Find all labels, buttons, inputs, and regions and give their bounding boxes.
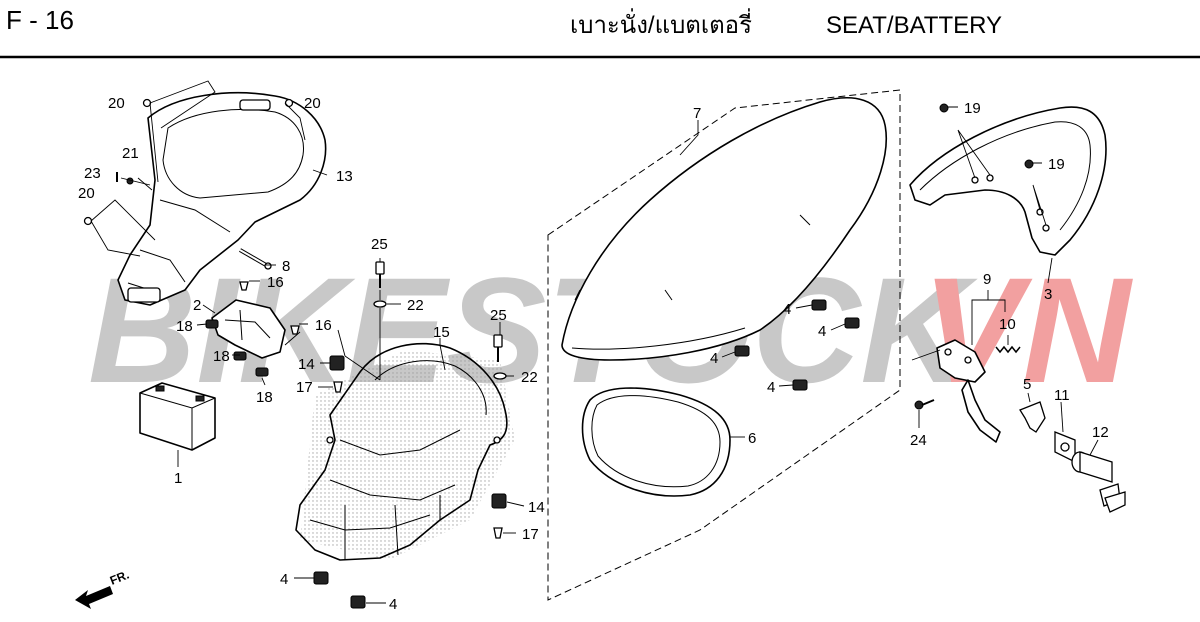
part-3-grab-rail bbox=[909, 106, 1107, 256]
callout-25: 25 bbox=[371, 236, 388, 253]
callout-13: 13 bbox=[336, 168, 353, 185]
callout-6: 6 bbox=[748, 430, 756, 447]
part-4-nuts-lower bbox=[313, 571, 366, 609]
callout-22: 22 bbox=[407, 297, 424, 314]
watermark: BIKESTOCK VN bbox=[88, 246, 1133, 414]
part-12-lock-cylinder-and-keys bbox=[1071, 451, 1126, 513]
part-15-luggage-box bbox=[295, 342, 515, 561]
callout-23: 23 bbox=[84, 165, 101, 182]
part-1-battery bbox=[139, 382, 216, 451]
callout-4: 4 bbox=[389, 596, 397, 613]
part-24-bolt bbox=[914, 399, 935, 410]
part-8-long-bolt bbox=[239, 248, 272, 270]
callout-18: 18 bbox=[176, 318, 193, 335]
callout-2: 2 bbox=[193, 297, 201, 314]
front-direction-arrow-icon: FR. bbox=[75, 568, 131, 609]
callout-24: 24 bbox=[910, 432, 927, 449]
callout-4: 4 bbox=[280, 571, 288, 588]
callout-16: 16 bbox=[315, 317, 332, 334]
callout-12: 12 bbox=[1092, 424, 1109, 441]
part-19-bolts bbox=[939, 103, 1034, 169]
callout-4: 4 bbox=[818, 323, 826, 340]
callout-25: 25 bbox=[490, 307, 507, 324]
part-13-front-inner-frame bbox=[117, 92, 327, 306]
callout-4: 4 bbox=[710, 350, 718, 367]
part-11-lock-plate bbox=[1054, 431, 1076, 464]
front-direction-label: FR. bbox=[108, 568, 131, 588]
callout-4: 4 bbox=[783, 301, 791, 318]
part-9-seat-latch bbox=[936, 339, 1001, 443]
diagram-title-english: SEAT/BATTERY bbox=[826, 12, 1002, 39]
callout-20: 20 bbox=[78, 185, 95, 202]
part-6-seat-trim bbox=[581, 387, 731, 497]
callout-19: 19 bbox=[1048, 156, 1065, 173]
callout-19: 19 bbox=[964, 100, 981, 117]
callout-9: 9 bbox=[983, 271, 991, 288]
callout-22: 22 bbox=[521, 369, 538, 386]
callout-17: 17 bbox=[296, 379, 313, 396]
callout-14: 14 bbox=[528, 499, 545, 516]
callout-21: 21 bbox=[122, 145, 139, 162]
part-7-seat bbox=[561, 97, 888, 361]
callout-8: 8 bbox=[282, 258, 290, 275]
diagram-code: F - 16 bbox=[6, 5, 74, 35]
part-5-lock-clip bbox=[1019, 401, 1046, 433]
part-18-relays bbox=[205, 319, 269, 377]
part-16-clips bbox=[239, 281, 300, 335]
callout-1: 1 bbox=[174, 470, 182, 487]
callout-16: 16 bbox=[267, 274, 284, 291]
callout-4: 4 bbox=[767, 379, 775, 396]
part-2-battery-bracket bbox=[211, 299, 286, 359]
watermark-accent-text: VN bbox=[922, 246, 1133, 414]
callout-5: 5 bbox=[1023, 376, 1031, 393]
leader-lines bbox=[90, 80, 1099, 604]
diagram-title-thai: เบาะนั่ง/แบตเตอรี่ bbox=[570, 8, 752, 39]
callout-18: 18 bbox=[213, 348, 230, 365]
part-4-seat-nuts bbox=[734, 299, 860, 391]
part-17-screws bbox=[333, 381, 503, 539]
callout-20: 20 bbox=[304, 95, 321, 112]
part-10-latch-spring bbox=[995, 345, 1021, 354]
callout-labels: 20 20 21 23 20 13 8 25 16 2 18 16 22 15 … bbox=[78, 95, 1109, 613]
callout-17: 17 bbox=[522, 526, 539, 543]
part-14-nuts bbox=[329, 355, 507, 509]
callout-20: 20 bbox=[108, 95, 125, 112]
seat-assembly-box bbox=[547, 89, 901, 601]
callout-7: 7 bbox=[693, 105, 701, 122]
callout-15: 15 bbox=[433, 324, 450, 341]
callout-18: 18 bbox=[256, 389, 273, 406]
callout-14: 14 bbox=[298, 356, 315, 373]
callout-11: 11 bbox=[1054, 387, 1070, 404]
callout-3: 3 bbox=[1044, 286, 1052, 303]
callout-10: 10 bbox=[999, 316, 1016, 333]
